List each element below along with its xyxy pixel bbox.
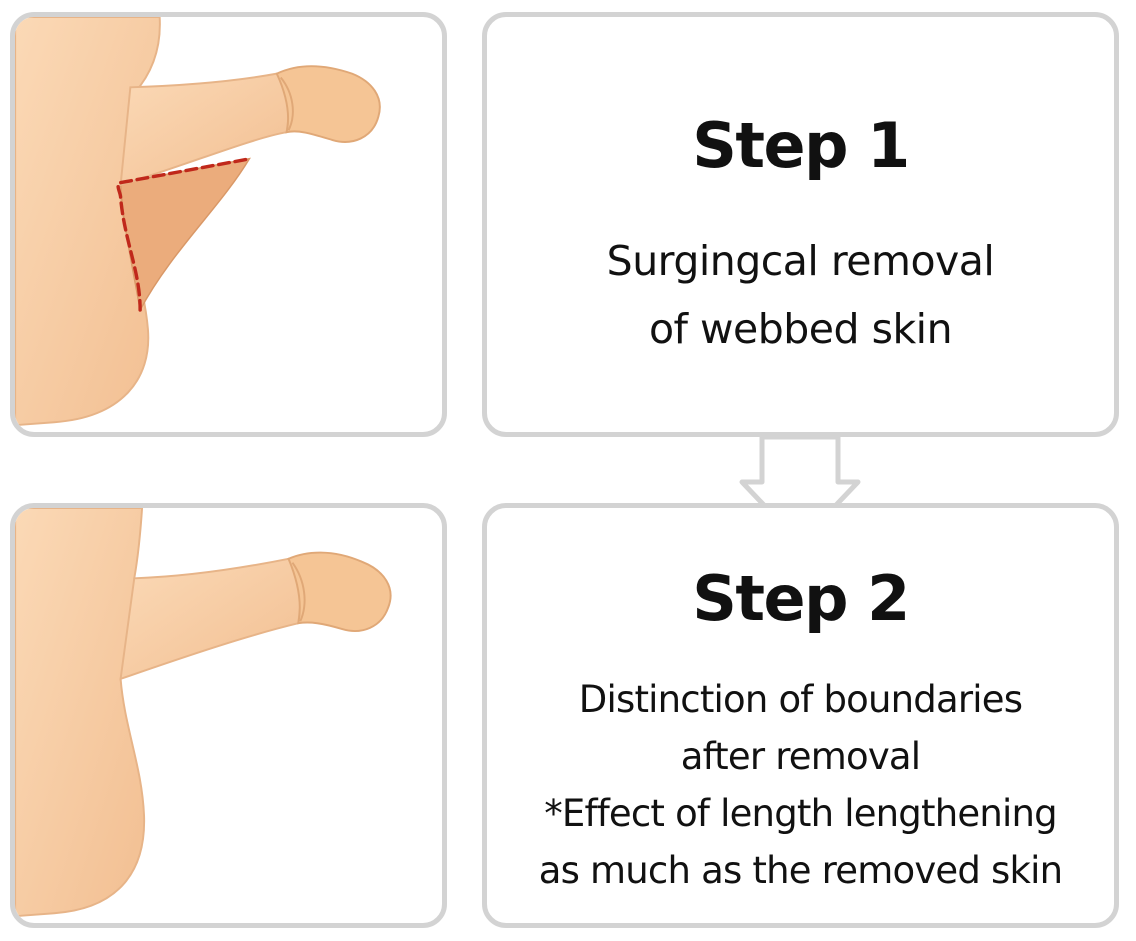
step2-description-line: *Effect of length lengthening bbox=[544, 792, 1057, 835]
step2-description-line: after removal bbox=[680, 735, 921, 778]
step1-description-line: of webbed skin bbox=[648, 305, 953, 353]
body-shape bbox=[15, 508, 146, 918]
step2-description-line: as much as the removed skin bbox=[538, 849, 1063, 892]
step2-illustration-panel bbox=[10, 503, 447, 928]
glans-shape bbox=[287, 551, 392, 632]
incision-line bbox=[116, 157, 248, 312]
step1-title: Step 1 bbox=[692, 109, 910, 182]
step1-description-line: Surgingcal removal bbox=[606, 237, 995, 285]
step2-text-panel: Step 2 Distinction of boundaries after r… bbox=[482, 503, 1119, 928]
after-removal-illustration bbox=[15, 508, 392, 918]
step1-text-panel: Step 1 Surgingcal removal of webbed skin bbox=[482, 12, 1119, 437]
glans-shape bbox=[275, 65, 381, 143]
step2-description: Distinction of boundaries after removal … bbox=[487, 671, 1114, 899]
shaft-shape bbox=[119, 557, 304, 681]
step2-description-line: Distinction of boundaries bbox=[578, 678, 1023, 721]
webbed-skin-illustration bbox=[15, 17, 381, 427]
step1-description: Surgingcal removal of webbed skin bbox=[487, 227, 1114, 363]
step1-illustration-panel bbox=[10, 12, 447, 437]
step2-title: Step 2 bbox=[692, 562, 910, 635]
